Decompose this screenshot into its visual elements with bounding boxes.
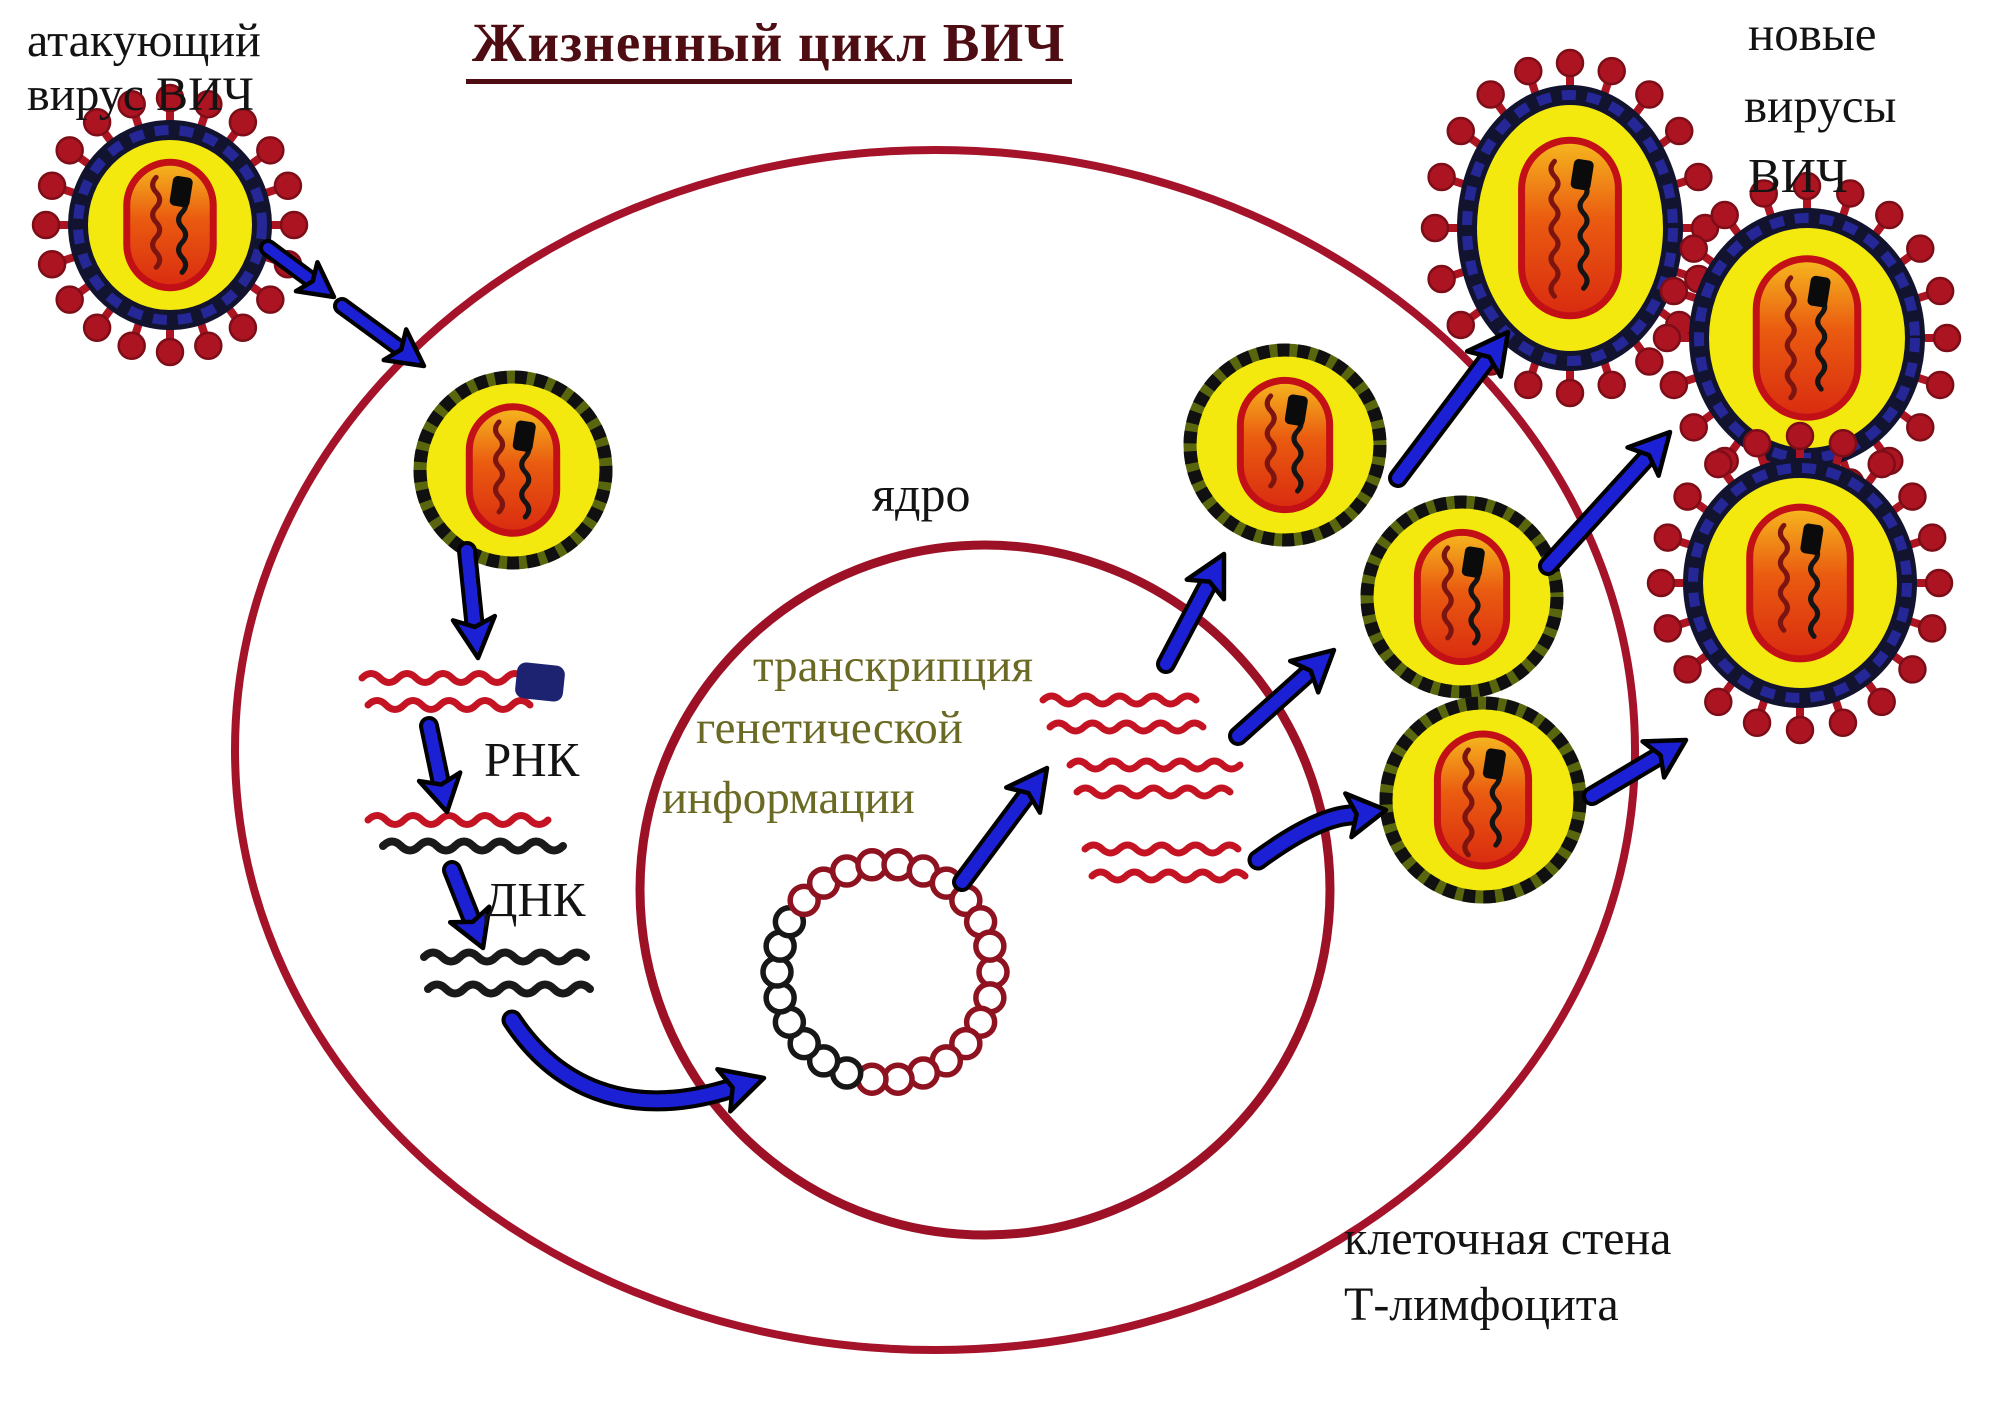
flow-arrow	[450, 541, 498, 661]
new-viruses-label: новые	[1748, 6, 1877, 61]
hiv-virion-spiked	[31, 83, 309, 367]
proviral-dna-circle	[760, 848, 1010, 1096]
rna-label: РНК	[484, 732, 580, 787]
page-title: Жизненный цикл ВИЧ	[466, 14, 1072, 84]
nucleus-membrane	[635, 540, 1335, 1240]
hiv-virion-core	[1360, 495, 1564, 699]
dna-label: ДНК	[484, 872, 586, 927]
mrna-strand	[1039, 692, 1200, 708]
flow-arrow	[1582, 737, 1689, 806]
new-viruses-label: ВИЧ	[1748, 148, 1848, 203]
transcription-label: генетической	[696, 702, 963, 754]
mrna-strand	[1046, 719, 1207, 735]
virus-particles	[31, 48, 1962, 904]
t-cell-membrane	[231, 146, 1639, 1354]
new-viruses-label: вирусы	[1744, 78, 1897, 133]
rna-dna-hybrid-strand	[379, 837, 567, 855]
transcription-label: транскрипция	[753, 640, 1034, 692]
reverse-transcriptase-blob	[515, 662, 565, 702]
hiv-virion-spiked	[1652, 171, 1962, 505]
flow-arrows	[259, 239, 1689, 1114]
nucleic-acid-strands	[358, 662, 1249, 998]
dna-strand	[420, 948, 590, 966]
dna-bead	[973, 929, 1007, 963]
mrna-strand	[1066, 757, 1244, 773]
rna-dna-hybrid-strand	[364, 812, 552, 828]
mrna-strand	[1081, 841, 1242, 857]
mrna-strand	[1088, 868, 1249, 884]
flow-arrow-curved	[501, 1009, 767, 1114]
flow-arrow	[952, 765, 1050, 892]
cell-wall-label: Т-лимфоцита	[1344, 1278, 1619, 1331]
flow-arrow	[1228, 647, 1337, 746]
hiv-virion-spiked	[1646, 421, 1954, 745]
flow-arrow	[1388, 329, 1511, 488]
flow-arrow-curved	[1247, 791, 1389, 871]
flow-arrow	[333, 297, 427, 369]
hiv-virion-core	[413, 370, 613, 570]
hiv-virion-core	[1183, 343, 1387, 547]
dna-strand	[424, 980, 594, 998]
flow-arrow	[442, 860, 492, 951]
flow-arrow	[1538, 429, 1673, 576]
viral-rna-strand	[358, 670, 528, 686]
hiv-virion-core	[1379, 696, 1587, 904]
transcription-label: информации	[662, 772, 915, 824]
nucleus-label: ядро	[872, 466, 971, 522]
cell-wall-label: клеточная стена	[1344, 1212, 1672, 1265]
flow-arrow	[259, 239, 337, 300]
attacking-virus-label: атакующий	[27, 14, 261, 67]
flow-arrow	[1156, 551, 1227, 674]
attacking-virus-label: вирус ВИЧ	[27, 68, 254, 121]
flow-arrow	[416, 716, 463, 815]
viral-rna-strand	[364, 697, 534, 713]
hiv-virion-spiked	[1420, 48, 1720, 408]
mrna-strand	[1073, 784, 1234, 800]
